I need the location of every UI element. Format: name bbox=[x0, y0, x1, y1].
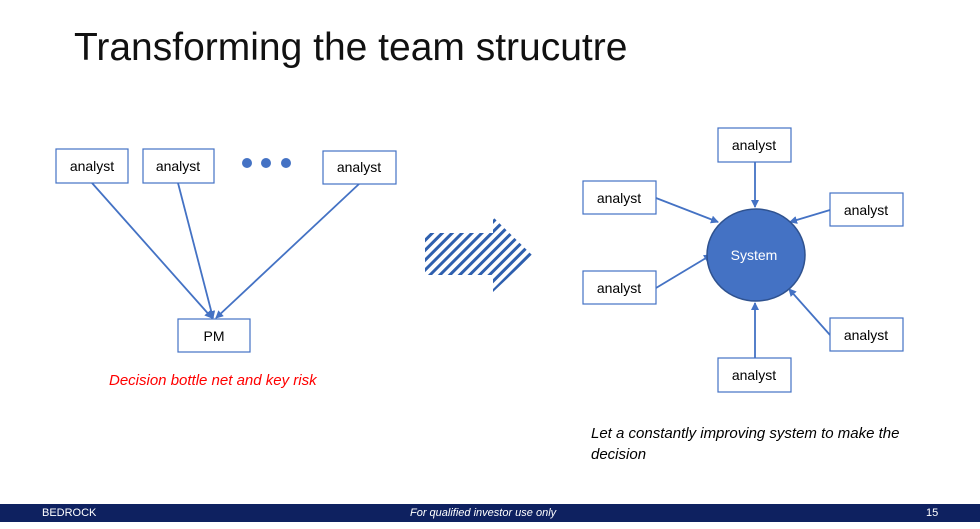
svg-text:analyst: analyst bbox=[732, 367, 776, 383]
svg-text:analyst: analyst bbox=[597, 190, 641, 206]
right-caption-line1: Let a constantly improving system to mak… bbox=[591, 425, 900, 442]
left-caption: Decision bottle net and key risk bbox=[109, 372, 317, 389]
analyst-box: analyst bbox=[582, 180, 657, 215]
system-node: System bbox=[706, 208, 806, 302]
connector-arrow bbox=[655, 197, 719, 224]
connector-arrow bbox=[215, 183, 360, 319]
transition-arrow-icon bbox=[425, 217, 532, 292]
analyst-box: analyst bbox=[717, 127, 792, 163]
analyst-box: analyst bbox=[142, 148, 215, 184]
right-diagram: System analyst analyst analyst analyst a… bbox=[582, 127, 904, 393]
footer-disclaimer: For qualified investor use only bbox=[410, 507, 557, 519]
left-diagram: analyst analyst analyst PM bbox=[55, 148, 397, 353]
svg-text:System: System bbox=[731, 247, 778, 263]
right-caption: Let a constantly improving system to mak… bbox=[591, 423, 899, 465]
right-caption-line2: decision bbox=[591, 446, 647, 463]
analyst-box: analyst bbox=[582, 270, 657, 305]
connector-arrow bbox=[789, 209, 831, 224]
footer-brand: BEDROCK bbox=[42, 507, 97, 519]
svg-text:analyst: analyst bbox=[156, 158, 200, 174]
slide-title: Transforming the team strucutre bbox=[74, 26, 628, 69]
svg-text:analyst: analyst bbox=[844, 202, 888, 218]
analyst-box: analyst bbox=[717, 357, 792, 393]
analyst-box: analyst bbox=[55, 148, 129, 184]
connector-arrow bbox=[91, 182, 213, 319]
ellipsis-dots bbox=[242, 158, 291, 168]
pm-box: PM bbox=[177, 318, 251, 353]
connector-arrow bbox=[177, 182, 216, 319]
svg-text:analyst: analyst bbox=[337, 159, 381, 175]
footer-bar: BEDROCK For qualified investor use only … bbox=[0, 504, 980, 522]
page-number: 15 bbox=[926, 507, 939, 519]
analyst-box: analyst bbox=[829, 317, 904, 352]
analyst-box: analyst bbox=[829, 192, 904, 227]
svg-text:PM: PM bbox=[204, 328, 225, 344]
svg-text:analyst: analyst bbox=[597, 280, 641, 296]
connector-arrow bbox=[788, 288, 831, 336]
analyst-box: analyst bbox=[322, 150, 397, 185]
svg-text:analyst: analyst bbox=[732, 137, 776, 153]
svg-text:analyst: analyst bbox=[844, 327, 888, 343]
svg-text:analyst: analyst bbox=[70, 158, 114, 174]
connector-arrow bbox=[655, 254, 712, 289]
